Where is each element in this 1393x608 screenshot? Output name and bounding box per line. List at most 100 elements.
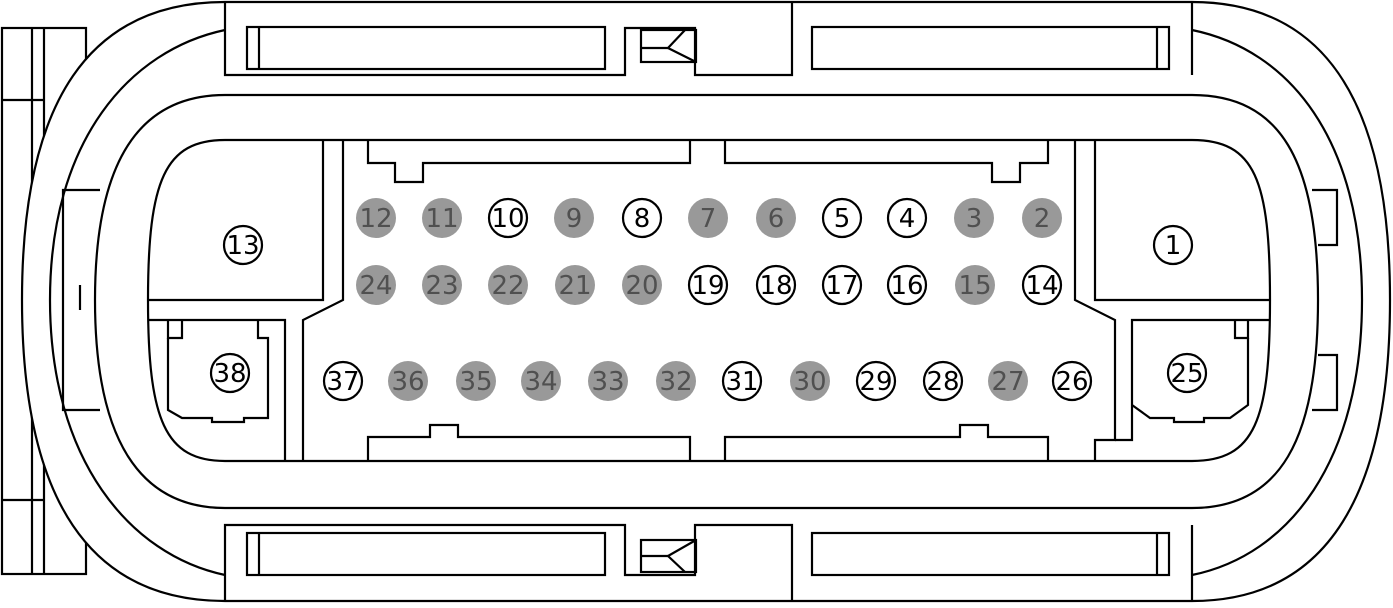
pin-4: 4 [886, 197, 928, 239]
pin-label: 25 [1170, 359, 1203, 389]
pin-35: 35 [456, 361, 496, 401]
pin-label: 17 [825, 271, 858, 301]
pin-circle [922, 360, 964, 402]
pin-label: 19 [691, 271, 724, 301]
pin-circle [687, 264, 729, 306]
pin-20: 20 [622, 265, 662, 305]
pin-label: 26 [1055, 367, 1088, 397]
pin-label: 33 [591, 367, 624, 397]
pin-11: 11 [422, 198, 462, 238]
pin-31: 31 [721, 360, 763, 402]
pin-5: 5 [821, 197, 863, 239]
pin-circle [488, 265, 528, 305]
pin-circle [855, 360, 897, 402]
pin-label: 4 [899, 204, 916, 234]
top-slots [245, 25, 1171, 71]
pin-circle [1021, 264, 1063, 306]
pin-circle [554, 198, 594, 238]
pin-33: 33 [588, 361, 628, 401]
pin-label: 16 [890, 271, 923, 301]
pin-21: 21 [555, 265, 595, 305]
pin-label: 35 [459, 367, 492, 397]
pin-circle [886, 197, 928, 239]
pin-9: 9 [554, 198, 594, 238]
pin-18: 18 [755, 264, 797, 306]
pin-circle [988, 361, 1028, 401]
pin-circle [521, 361, 561, 401]
pin-22: 22 [488, 265, 528, 305]
pin-circle [356, 198, 396, 238]
pin-6: 6 [756, 198, 796, 238]
pin-label: 3 [966, 204, 983, 234]
contact-cavity [146, 138, 1272, 463]
pin-label: 13 [226, 231, 259, 261]
seal-ring-outer [93, 93, 1320, 510]
pin-circle [1051, 360, 1093, 402]
pin-label: 20 [625, 271, 658, 301]
pin-circle [621, 197, 663, 239]
pin-label: 14 [1025, 271, 1058, 301]
pin-circle [1166, 352, 1208, 394]
pin-label: 12 [359, 204, 392, 234]
pin-circle [721, 360, 763, 402]
bottom-slots [245, 531, 1171, 577]
pin-label: 23 [425, 271, 458, 301]
pin-27: 27 [988, 361, 1028, 401]
pin-circle [422, 198, 462, 238]
pin-label: 8 [634, 204, 651, 234]
pin-8: 8 [621, 197, 663, 239]
pin-label: 5 [834, 204, 851, 234]
pin-circle [555, 265, 595, 305]
pin-circle [688, 198, 728, 238]
pin-32: 32 [656, 361, 696, 401]
pin-label: 1 [1165, 231, 1182, 261]
pin-label: 6 [768, 204, 785, 234]
pin-38: 38 [209, 352, 251, 394]
pin-label: 10 [491, 204, 524, 234]
pin-circle [790, 361, 830, 401]
pin-13: 13 [222, 224, 264, 266]
pin-circle [1152, 224, 1194, 266]
pin-label: 9 [566, 204, 583, 234]
pin-label: 11 [425, 204, 458, 234]
pin-label: 37 [326, 367, 359, 397]
pin-circle [588, 361, 628, 401]
pin-15: 15 [955, 265, 995, 305]
pin-14: 14 [1021, 264, 1063, 306]
pin-16: 16 [886, 264, 928, 306]
pin-label: 36 [391, 367, 424, 397]
pin-circle [955, 265, 995, 305]
pin-3: 3 [954, 198, 994, 238]
pin-label: 29 [859, 367, 892, 397]
pin-10: 10 [487, 197, 529, 239]
pin-24: 24 [356, 265, 396, 305]
pin-2: 2 [1022, 198, 1062, 238]
pin-label: 34 [524, 367, 557, 397]
pin-label: 2 [1034, 204, 1051, 234]
pin-circle [222, 224, 264, 266]
pin-label: 28 [926, 367, 959, 397]
pin-26: 26 [1051, 360, 1093, 402]
pin-circle [821, 264, 863, 306]
pin-label: 21 [558, 271, 591, 301]
pin-29: 29 [855, 360, 897, 402]
bottom-flange [223, 523, 794, 601]
pin-label: 38 [213, 359, 246, 389]
pin-circle [954, 198, 994, 238]
pin-label: 32 [659, 367, 692, 397]
pin-label: 24 [359, 271, 392, 301]
pin-circle [487, 197, 529, 239]
pin-19: 19 [687, 264, 729, 306]
pin-label: 18 [759, 271, 792, 301]
pin-7: 7 [688, 198, 728, 238]
top-flange [223, 2, 794, 77]
housing-inner-line [48, 28, 226, 577]
pin-label: 15 [958, 271, 991, 301]
pin-circle [456, 361, 496, 401]
pin-1: 1 [1152, 224, 1194, 266]
pin-label: 27 [991, 367, 1024, 397]
pin-17: 17 [821, 264, 863, 306]
pin-circle [755, 264, 797, 306]
